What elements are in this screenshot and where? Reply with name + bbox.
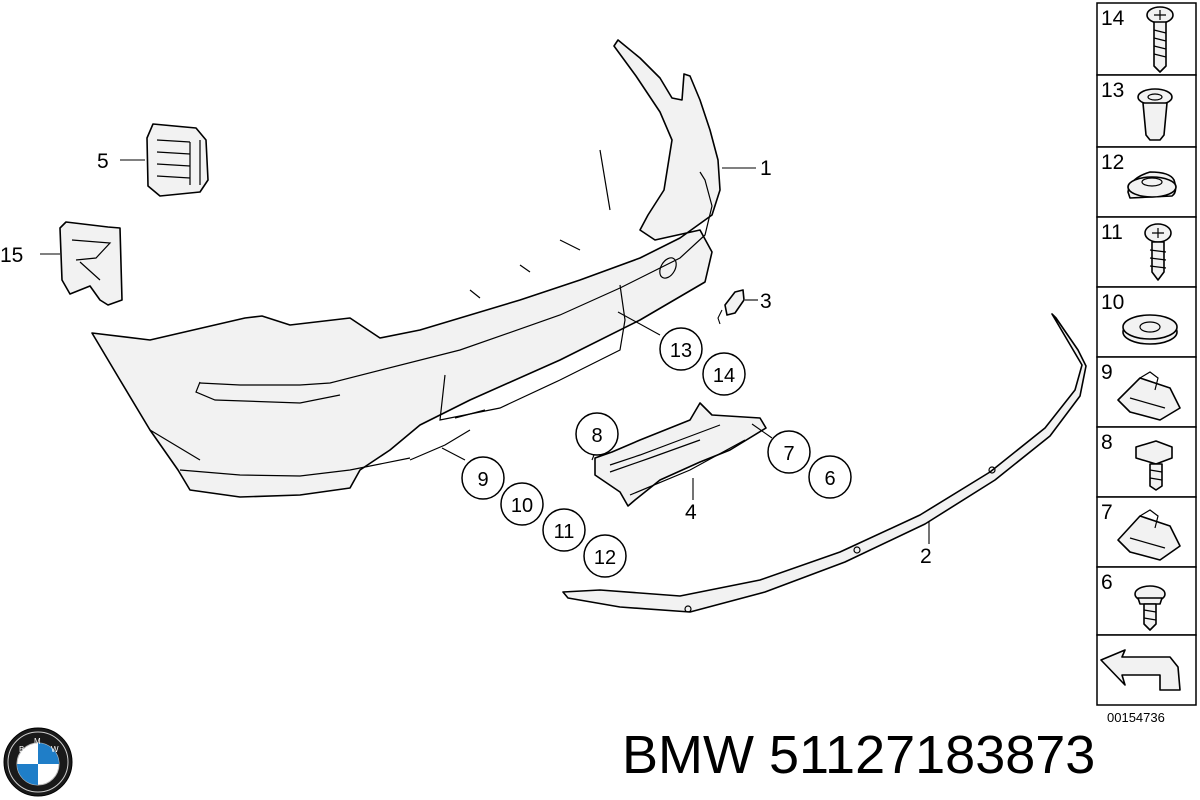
panel-number-10: 10 [1101, 291, 1124, 314]
clip-nut-icon [1117, 509, 1181, 561]
callout-3: 3 [760, 290, 772, 313]
expanding-nut-icon [1137, 88, 1173, 141]
panel-number-13: 13 [1101, 79, 1124, 102]
svg-text:14: 14 [713, 365, 735, 387]
callout-15: 15 [0, 244, 23, 267]
svg-text:11: 11 [554, 521, 575, 543]
panel-number-14: 14 [1101, 7, 1125, 30]
circled-callout-11: 11 [542, 508, 586, 552]
svg-text:9: 9 [477, 469, 488, 491]
panel-number-11: 11 [1101, 221, 1123, 244]
washer-icon [1122, 314, 1178, 345]
sheet-metal-screw-icon [1144, 223, 1172, 281]
part-title: BMW 51127183873 [622, 728, 1095, 782]
circled-callout-6: 6 [808, 455, 852, 499]
support-bracket-part [594, 402, 767, 507]
circled-callout-13: 13 [659, 327, 703, 371]
bmw-logo: B M W [3, 727, 73, 797]
flange-screw-icon [1134, 585, 1166, 631]
clip-part [717, 289, 745, 325]
circled-callout-14: 14 [702, 352, 746, 396]
callout-4: 4 [685, 501, 697, 524]
direction-arrow-icon [1100, 649, 1181, 691]
hex-bolt-icon [1135, 440, 1173, 491]
callout-2: 2 [920, 545, 932, 568]
circled-callout-8: 8 [575, 412, 619, 456]
svg-text:12: 12 [594, 547, 616, 569]
circled-callout-7: 7 [767, 430, 811, 474]
diagram-reference-number: 00154736 [1107, 710, 1165, 725]
screw-icon [1146, 6, 1174, 73]
svg-text:13: 13 [670, 340, 692, 362]
brand-name: BMW [622, 725, 754, 785]
panel-number-12: 12 [1101, 151, 1124, 174]
panel-number-7: 7 [1101, 501, 1113, 524]
circled-callout-12: 12 [583, 534, 627, 578]
svg-text:8: 8 [591, 425, 602, 447]
svg-text:6: 6 [824, 468, 835, 490]
panel-number-8: 8 [1101, 431, 1113, 454]
svg-text:7: 7 [783, 443, 794, 465]
air-vent-part [146, 123, 209, 197]
svg-text:W: W [51, 745, 59, 754]
svg-text:B: B [19, 745, 24, 754]
clip-nut-icon [1117, 371, 1181, 421]
circled-callout-9: 9 [461, 456, 505, 500]
callout-1: 1 [760, 157, 772, 180]
leader-lines [40, 159, 930, 544]
svg-text:10: 10 [511, 495, 533, 517]
svg-text:M: M [34, 737, 41, 746]
panel-number-9: 9 [1101, 361, 1113, 384]
panel-number-6: 6 [1101, 571, 1113, 594]
fastener-panel: 14 13 12 11 10 9 8 7 6 [1096, 2, 1197, 725]
callout-5: 5 [97, 150, 109, 173]
part-number: 51127183873 [768, 725, 1096, 785]
grommet-icon [1127, 171, 1177, 199]
bumper-cover-part [91, 39, 721, 498]
trim-strip-part [562, 313, 1087, 613]
bracket-part [59, 221, 123, 306]
circled-callout-10: 10 [500, 482, 544, 526]
